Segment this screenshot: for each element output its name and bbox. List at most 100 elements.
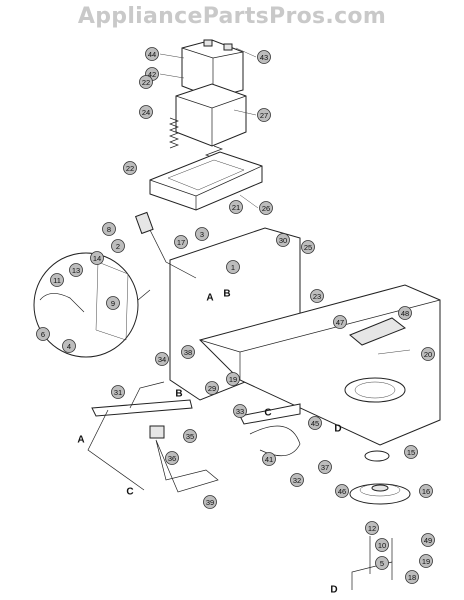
svg-text:36: 36 — [168, 454, 176, 463]
callout-33: 33 — [233, 404, 247, 418]
callout-38: 38 — [181, 345, 195, 359]
svg-text:22: 22 — [126, 164, 134, 173]
callout-17: 17 — [174, 235, 188, 249]
svg-text:3: 3 — [200, 230, 204, 239]
callout-10: 10 — [375, 538, 389, 552]
svg-text:4: 4 — [67, 342, 71, 351]
callout-26: 26 — [259, 201, 273, 215]
svg-text:21: 21 — [232, 203, 240, 212]
callout-30: 30 — [276, 233, 290, 247]
callout-39: 39 — [203, 495, 217, 509]
callout-34: 34 — [155, 352, 169, 366]
reference-letter-b: B — [175, 389, 182, 400]
svg-text:30: 30 — [279, 236, 287, 245]
svg-text:16: 16 — [422, 487, 430, 496]
svg-text:6: 6 — [41, 330, 45, 339]
svg-text:45: 45 — [311, 419, 319, 428]
detail-inset — [33, 252, 151, 358]
callout-2: 2 — [111, 239, 125, 253]
svg-text:49: 49 — [424, 536, 432, 545]
svg-text:13: 13 — [72, 266, 80, 275]
callout-6: 6 — [36, 327, 50, 341]
svg-text:44: 44 — [148, 50, 156, 59]
svg-text:26: 26 — [262, 204, 270, 213]
svg-text:47: 47 — [336, 318, 344, 327]
leader-lines — [159, 47, 411, 355]
svg-text:42: 42 — [148, 70, 156, 79]
callout-37: 37 — [318, 460, 332, 474]
battery — [181, 39, 244, 99]
callout-16: 16 — [419, 484, 433, 498]
svg-text:41: 41 — [265, 455, 273, 464]
callout-45: 45 — [308, 416, 322, 430]
svg-text:14: 14 — [93, 254, 101, 263]
callout-22: 22 — [139, 75, 153, 89]
callout-31: 31 — [111, 385, 125, 399]
svg-text:35: 35 — [186, 432, 194, 441]
reference-letter-c: C — [264, 408, 271, 419]
reference-letter-a: A — [77, 435, 84, 446]
callout-47: 47 — [333, 315, 347, 329]
bracket-pin — [351, 536, 393, 590]
svg-text:22: 22 — [142, 78, 150, 87]
callout-43: 43 — [257, 50, 271, 64]
watermark: AppliancePartsPros.com — [77, 4, 387, 29]
reference-letter-a: A — [206, 293, 213, 304]
svg-text:33: 33 — [236, 407, 244, 416]
svg-text:24: 24 — [142, 108, 150, 117]
svg-text:29: 29 — [208, 384, 216, 393]
svg-text:23: 23 — [313, 292, 321, 301]
callout-25: 25 — [301, 240, 315, 254]
callout-14: 14 — [90, 251, 104, 265]
drive-pulley — [349, 483, 411, 505]
callout-15: 15 — [404, 445, 418, 459]
callout-35: 35 — [183, 429, 197, 443]
svg-text:1: 1 — [231, 263, 235, 272]
svg-text:17: 17 — [177, 238, 185, 247]
reference-letter-c: C — [126, 487, 133, 498]
reference-letter-b: B — [223, 289, 230, 300]
callout-12: 12 — [365, 521, 379, 535]
callout-1: 1 — [226, 260, 240, 274]
svg-text:25: 25 — [304, 243, 312, 252]
svg-text:12: 12 — [368, 524, 376, 533]
svg-text:37: 37 — [321, 463, 329, 472]
callout-11: 11 — [50, 273, 64, 287]
battery-box — [175, 83, 247, 147]
svg-text:34: 34 — [158, 355, 166, 364]
reference-letter-d: D — [330, 585, 337, 596]
callout-20: 20 — [421, 347, 435, 361]
svg-text:38: 38 — [184, 348, 192, 357]
callout-24: 24 — [139, 105, 153, 119]
callout-23: 23 — [310, 289, 324, 303]
svg-text:10: 10 — [378, 541, 386, 550]
lever-rod — [134, 211, 197, 279]
pedal-assembly — [87, 381, 219, 493]
svg-text:9: 9 — [111, 299, 115, 308]
callout-27: 27 — [257, 108, 271, 122]
callout-44: 44 — [145, 47, 159, 61]
callout-4: 4 — [62, 339, 76, 353]
idler-pulley — [364, 450, 390, 462]
callout-8: 8 — [102, 222, 116, 236]
svg-text:20: 20 — [424, 350, 432, 359]
callout-18: 18 — [405, 570, 419, 584]
svg-text:32: 32 — [293, 476, 301, 485]
svg-text:46: 46 — [338, 487, 346, 496]
callout-29: 29 — [205, 381, 219, 395]
callout-19: 19 — [419, 554, 433, 568]
callout-5: 5 — [375, 556, 389, 570]
callout-46: 46 — [335, 484, 349, 498]
svg-text:19: 19 — [229, 375, 237, 384]
callout-21: 21 — [229, 200, 243, 214]
svg-text:48: 48 — [401, 309, 409, 318]
callout-3: 3 — [195, 227, 209, 241]
reference-letter-d: D — [334, 424, 341, 435]
callout-36: 36 — [165, 451, 179, 465]
svg-text:19: 19 — [422, 557, 430, 566]
svg-text:8: 8 — [107, 225, 111, 234]
callout-49: 49 — [421, 533, 435, 547]
